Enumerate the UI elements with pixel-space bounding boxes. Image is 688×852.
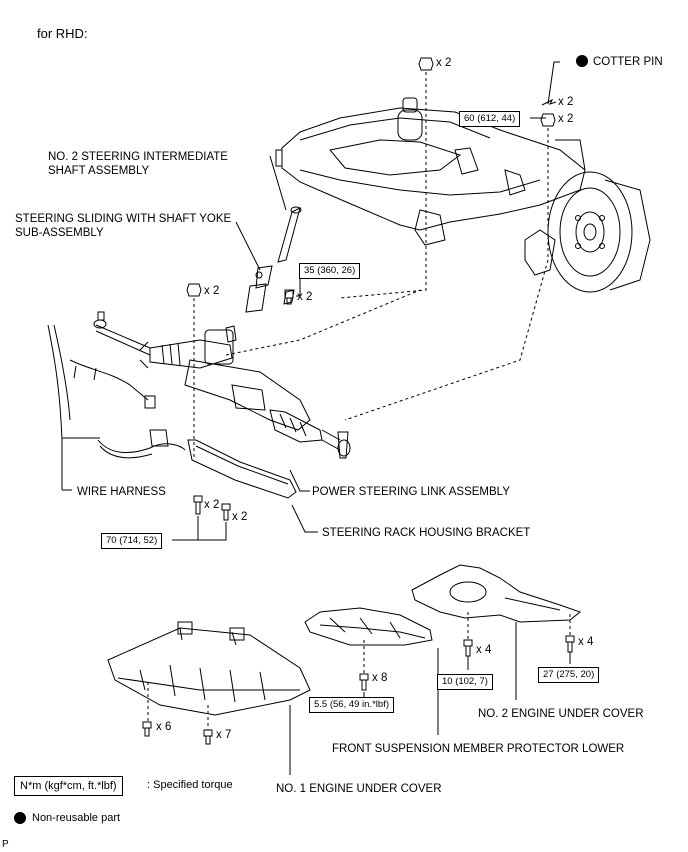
fastener-icons bbox=[142, 57, 575, 745]
torque-sliding-bolt: 35 (360, 26) bbox=[299, 263, 361, 279]
label-cotter-pin: COTTER PIN bbox=[593, 56, 663, 68]
qty-top-nut: x 2 bbox=[436, 57, 452, 69]
qty-cotter-pin: x 2 bbox=[558, 96, 574, 108]
label-rack-bracket: STEERING RACK HOUSING BRACKET bbox=[322, 527, 531, 539]
no2-under-cover-drawing bbox=[411, 564, 582, 623]
leader-lines bbox=[62, 61, 571, 775]
variant-title: for RHD: bbox=[37, 26, 88, 41]
qty-no2-bolt-b: x 4 bbox=[578, 636, 594, 648]
qty-knuckle-nut: x 2 bbox=[558, 113, 574, 125]
qty-no2-bolt-a: x 4 bbox=[476, 644, 492, 656]
qty-rack-nut: x 2 bbox=[204, 285, 220, 297]
label-sliding-shaft-line2: SUB-ASSEMBLY bbox=[15, 227, 104, 239]
torque-no2-bolt-a: 10 (102, 7) bbox=[437, 674, 493, 690]
label-power-steering-link: POWER STEERING LINK ASSEMBLY bbox=[312, 486, 510, 498]
protector-drawing bbox=[304, 607, 433, 646]
label-protector-lower: FRONT SUSPENSION MEMBER PROTECTOR LOWER bbox=[332, 743, 625, 755]
figure-code: P bbox=[2, 839, 9, 850]
label-wire-harness: WIRE HARNESS bbox=[77, 486, 166, 498]
no1-under-cover-drawing bbox=[107, 621, 311, 716]
rack-bracket-drawing bbox=[187, 439, 297, 499]
label-no2-under-cover: NO. 2 ENGINE UNDER COVER bbox=[478, 708, 644, 720]
label-sliding-shaft-line1: STEERING SLIDING WITH SHAFT YOKE bbox=[15, 213, 232, 225]
qty-bracket-bolt-b: x 2 bbox=[232, 511, 248, 523]
qty-protector-bolt: x 8 bbox=[372, 672, 388, 684]
torque-no2-bolt-b: 27 (275, 20) bbox=[538, 667, 600, 683]
legend-non-reusable-dot-icon bbox=[14, 812, 26, 824]
torque-bracket-bolt: 70 (714, 52) bbox=[101, 533, 163, 549]
brake-disc-drawing bbox=[547, 139, 651, 293]
suspension-member-drawing bbox=[275, 97, 586, 276]
legend-non-reusable-label: Non-reusable part bbox=[32, 812, 121, 824]
legend-torque-box: N*m (kgf*cm, ft.*lbf) bbox=[14, 776, 123, 796]
torque-knuckle-nut: 60 (612, 44) bbox=[459, 111, 521, 127]
non-reusable-dot-icon bbox=[576, 55, 588, 67]
label-intermediate-shaft-line1: NO. 2 STEERING INTERMEDIATE bbox=[48, 151, 228, 163]
qty-no1-bolt-b: x 7 bbox=[216, 729, 232, 741]
torque-protector-bolt: 5.5 (56, 49 in.*lbf) bbox=[309, 697, 394, 713]
steering-rack-drawing bbox=[93, 311, 351, 459]
qty-sliding-bolt: x 2 bbox=[297, 291, 313, 303]
legend-torque-description: : Specified torque bbox=[147, 779, 233, 791]
qty-bracket-bolt-a: x 2 bbox=[204, 499, 220, 511]
wire-harness-drawing bbox=[47, 324, 186, 490]
label-no1-under-cover: NO. 1 ENGINE UNDER COVER bbox=[276, 783, 442, 795]
dashed-guides bbox=[147, 72, 571, 730]
intermediate-shaft-drawing bbox=[245, 206, 302, 313]
label-intermediate-shaft-line2: SHAFT ASSEMBLY bbox=[48, 165, 150, 177]
qty-no1-bolt-a: x 6 bbox=[156, 721, 172, 733]
